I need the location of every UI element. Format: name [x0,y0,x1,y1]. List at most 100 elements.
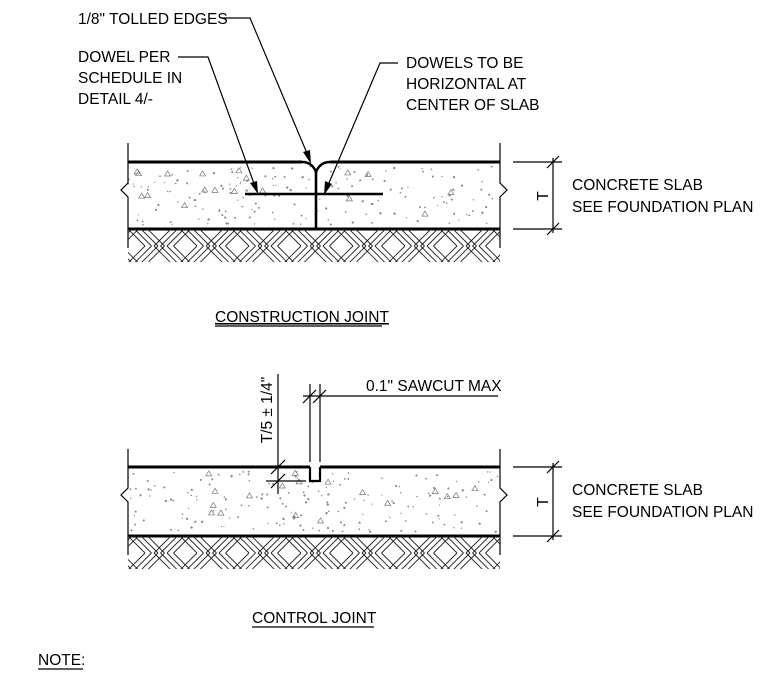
hatch-stroke [407,245,425,262]
horizontal-callout-line-1: DOWELS TO BE [406,55,523,72]
hatch-stroke [193,552,211,569]
aggregate-dot [329,223,332,226]
hatch-stroke [498,229,500,232]
hatch-stroke [245,552,263,569]
aggregate-dot [325,486,328,488]
aggregate-dot [223,526,225,528]
hatch-stroke [180,245,198,262]
hatch-stroke [128,229,139,241]
aggregate-dot [129,488,132,491]
aggregate-dot [135,487,137,490]
aggregate-dot [319,198,321,200]
hatch-stroke [407,536,425,554]
aggregate-dot [292,517,296,520]
hatch-stroke [348,536,367,554]
hatch-stroke [329,552,347,569]
aggregate-dot [326,501,329,504]
hatch-stroke [128,536,146,554]
aggregate-dot [296,477,298,479]
aggregate-dot [400,529,403,532]
aggregate-dot [171,223,173,225]
aggregate-dot [229,191,232,194]
hatch-stroke [401,245,419,262]
hatch-stroke [459,229,477,247]
aggregate-dot [325,512,328,515]
hatch-stroke [218,536,237,554]
hatch-stroke [498,260,500,262]
leader-arrow-dowel [250,181,258,194]
aggregate-dot [134,510,137,513]
hatch-stroke [264,536,282,554]
aggregate-dot [346,178,348,180]
hatch-stroke [199,536,217,554]
aggregate-dot [489,471,491,473]
hatch-stroke [212,536,230,554]
hatch-stroke [277,536,295,554]
hatch-stroke [173,229,191,247]
aggregate-dot [140,186,143,188]
hatch-stroke [472,552,490,569]
aggregate-dot [150,489,152,491]
hatch-stroke [128,558,139,569]
aggregate-triangle [199,170,207,177]
note-heading: NOTE: [38,652,85,669]
aggregate-dot [329,170,332,173]
hatch-stroke [518,229,535,246]
aggregate-triangle [278,482,286,489]
aggregate-dot [400,512,402,515]
aggregate-dot [133,185,135,188]
aggregate-dot [247,504,250,507]
hatch-stroke [453,552,471,569]
aggregate-dot [163,181,165,184]
aggregate-triangle [164,170,172,177]
hatch-stroke [257,229,276,247]
construction-joint-detail: T 1/8" TOLLED EDGES DOWEL PER SCHEDULE I… [78,11,753,327]
hatch-stroke [329,245,347,262]
aggregate-dot [213,510,215,512]
aggregate-dot [272,184,275,187]
tolled-edges-callout: 1/8" TOLLED EDGES [78,11,228,28]
aggregate-dot [466,213,468,216]
aggregate-dot [171,173,173,176]
hatch-stroke [193,245,211,262]
aggregate-dot [452,188,455,191]
aggregate-dot [300,214,303,217]
aggregate-dot [141,220,144,223]
aggregate-dot [275,522,278,525]
aggregate-dot [347,472,350,474]
hatch-stroke [433,536,451,554]
hatch-stroke [512,246,529,263]
aggregate-dot [370,222,373,224]
hatch-stroke [381,245,399,262]
hatch-stroke [128,229,146,247]
aggregate-dot [366,173,369,176]
hatch-stroke [426,245,444,262]
aggregate-dot [230,475,233,478]
aggregate-dot [198,218,200,220]
hatch-stroke [186,245,204,262]
aggregate-triangle [324,478,332,485]
aggregate-dot [362,513,364,515]
hatch-stroke [342,245,360,262]
break-line-left [120,449,129,555]
hatch-stroke [322,245,340,262]
hatch-stroke [452,229,471,247]
hatch-stroke [225,536,243,554]
aggregate-dot [490,165,493,168]
hatch-stroke [160,229,178,247]
aggregate-dot [208,483,211,486]
hatch-stroke [374,552,392,569]
hatch-stroke [283,536,302,554]
aggregate-dot [326,526,330,530]
hatch-stroke [147,245,165,262]
aggregate-dot [169,190,171,193]
hatch-stroke [538,536,555,553]
aggregate-dot [207,222,209,225]
hatch-stroke [387,229,406,247]
aggregate-triangle [205,470,213,477]
hatch-stroke [153,536,172,554]
aggregate-dot [236,176,239,179]
hatch-stroke [465,552,483,569]
aggregate-dot [472,210,474,213]
aggregate-dot [224,210,227,213]
